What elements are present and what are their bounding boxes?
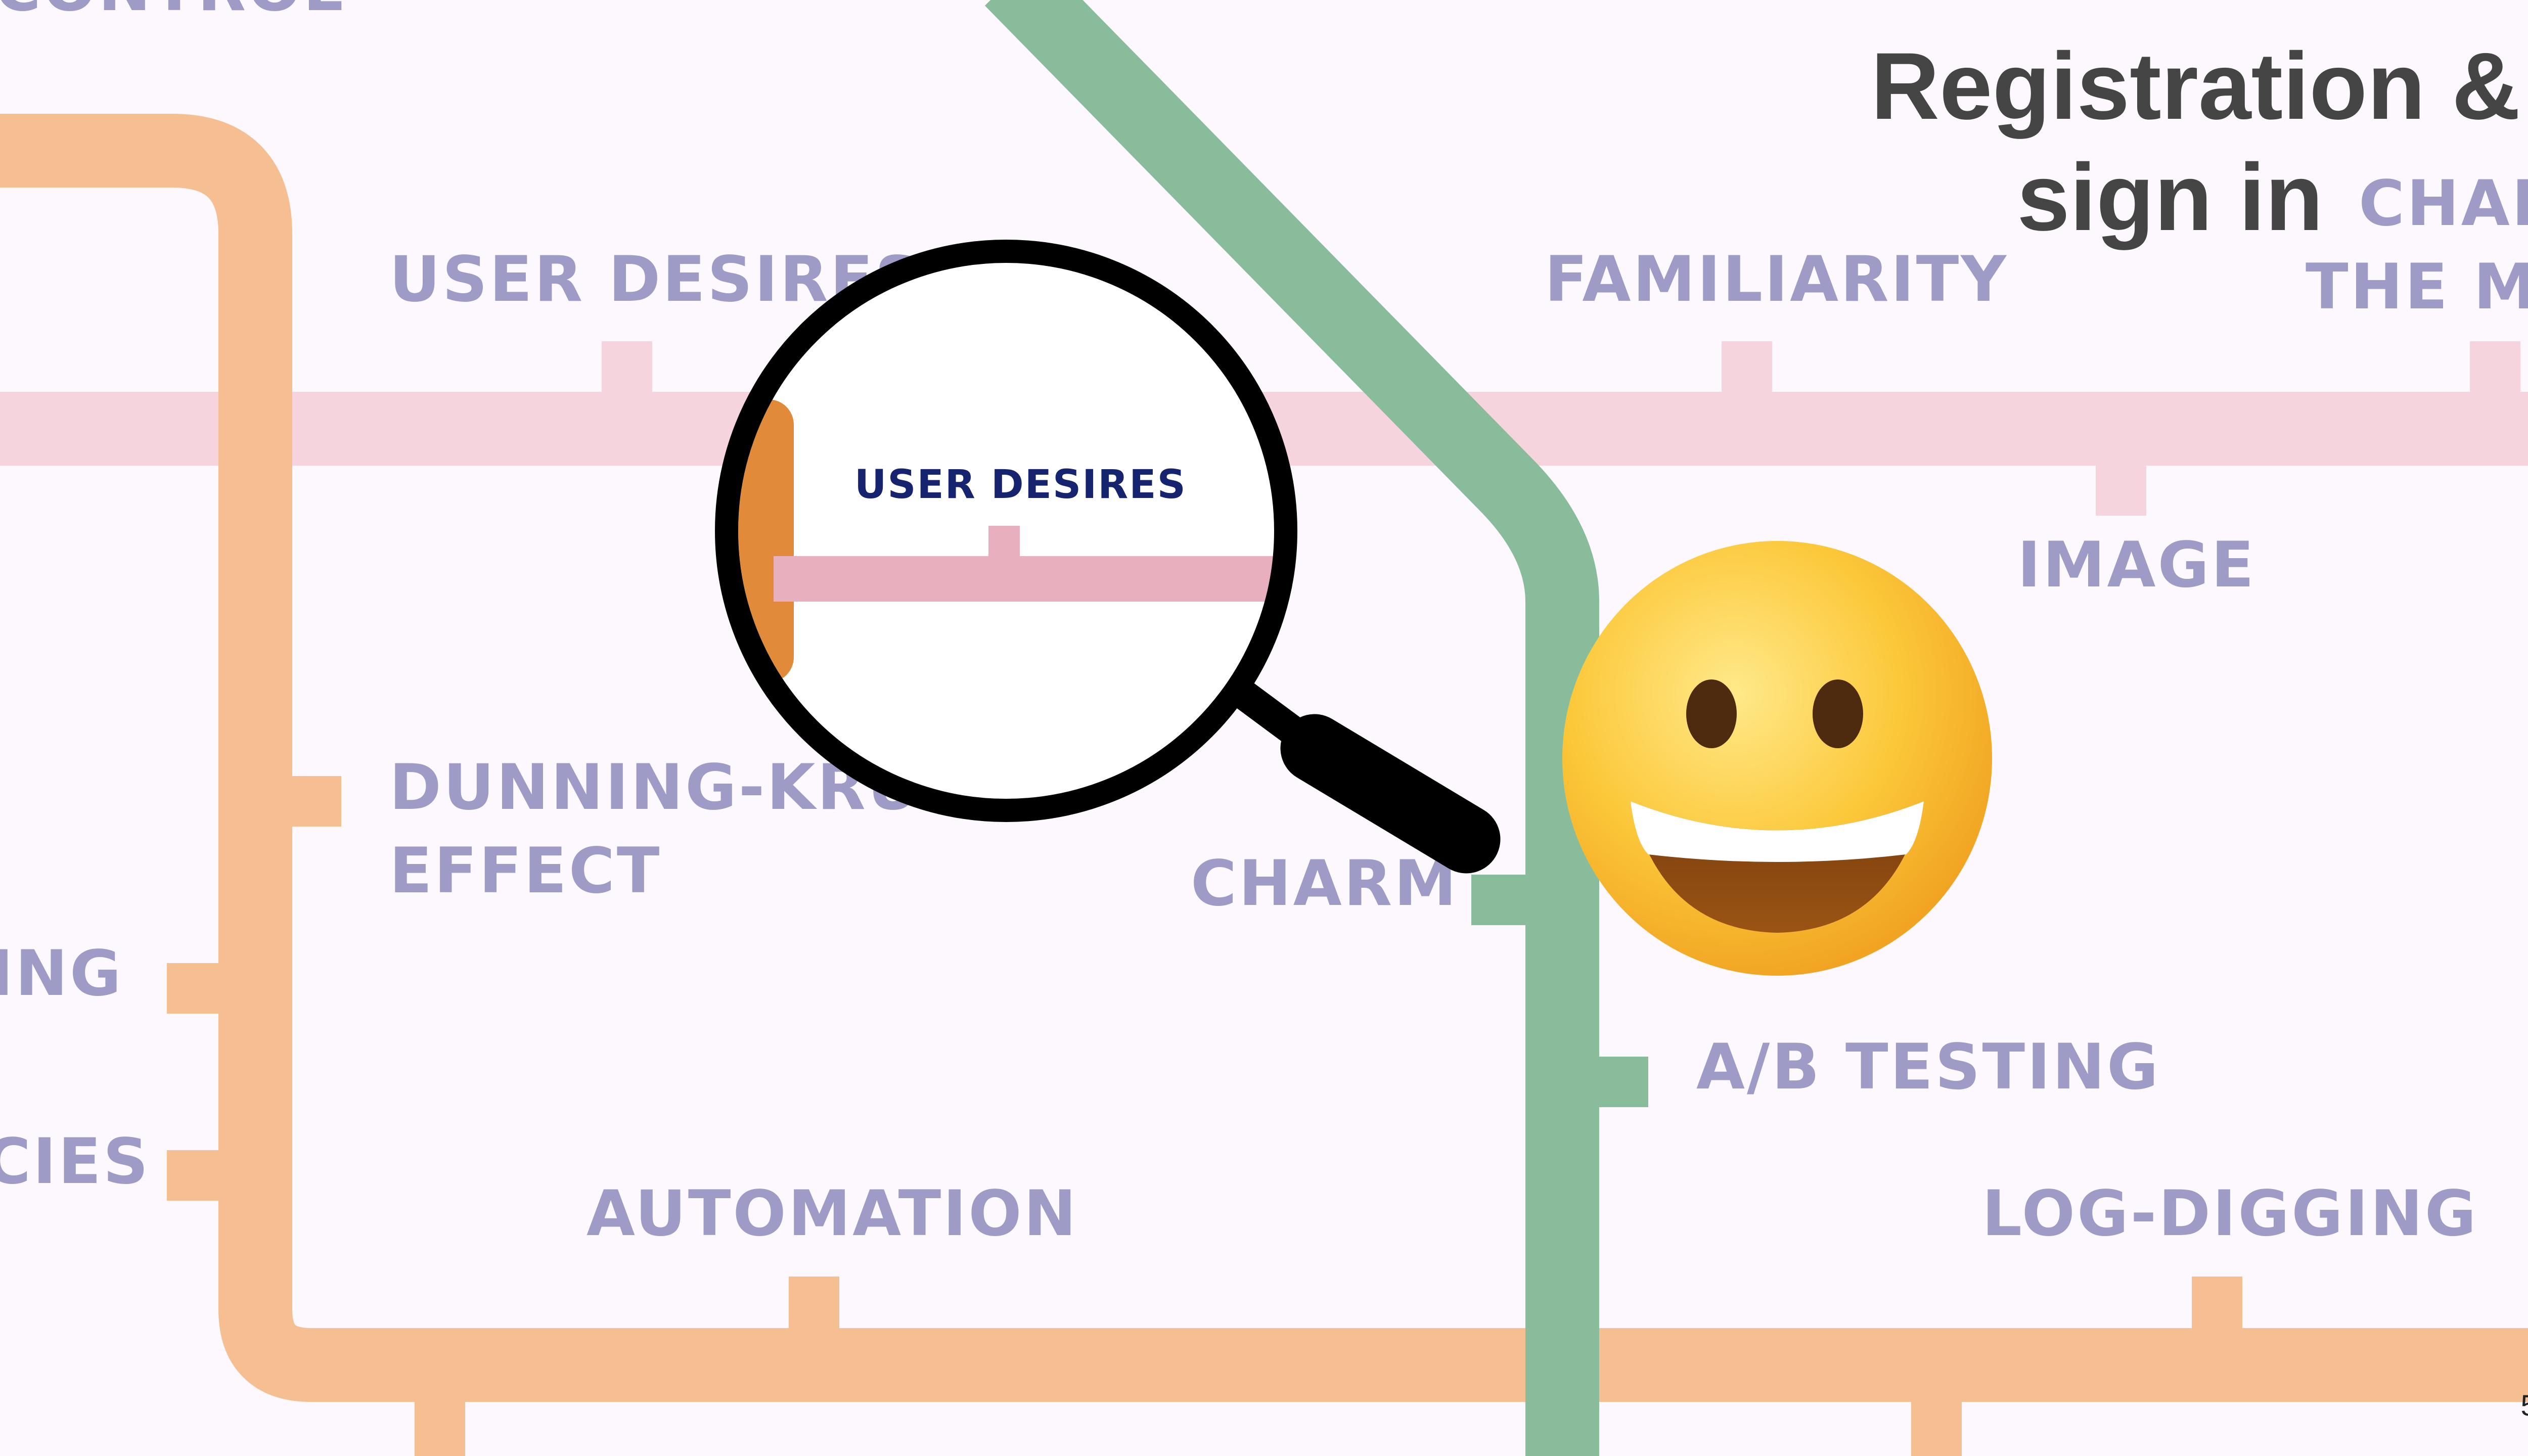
station-label-automation: AUTOMATION xyxy=(586,1177,1078,1250)
grinning-face-emoji-icon xyxy=(1562,541,1992,976)
slide-title-line1: Registration & xyxy=(1871,33,2520,139)
slide-title-line2: sign in xyxy=(2017,144,2323,250)
station-label-image: IMAGE xyxy=(2017,529,2256,602)
magnified-pink-line xyxy=(774,556,1274,602)
magnified-station-label: USER DESIRES xyxy=(854,462,1187,508)
station-tick-change-the-model xyxy=(2470,341,2520,397)
station-label-log-digging: LOG-DIGGING xyxy=(1982,1177,2478,1250)
page-number: 58 xyxy=(2520,1389,2528,1422)
station-label-dunning-kruger-line1: DUNNING-KRU xyxy=(389,751,921,824)
station-label-change-the-model-line1: CHANG xyxy=(2359,167,2528,240)
station-tick-user-desires xyxy=(602,341,652,397)
magnifier-handle xyxy=(1280,714,1501,874)
green-metro-line xyxy=(984,0,1648,1456)
station-label-partial-ing: ING xyxy=(0,937,123,1010)
magnifier-rim xyxy=(715,240,1297,822)
station-tick-image xyxy=(2096,460,2146,516)
station-label-ab-testing: A/B TESTING xyxy=(1696,1031,2160,1104)
emoji-teeth xyxy=(1631,801,1924,862)
station-tick-familiarity xyxy=(1722,341,1772,397)
station-tick-log-digging xyxy=(2192,1277,2242,1330)
station-label-dunning-kruger-line2: EFFECT xyxy=(389,835,661,907)
station-tick-bottom-right xyxy=(1911,1400,1962,1456)
station-tick-cies xyxy=(167,1150,220,1201)
magnifying-glass-icon: USER DESIRES xyxy=(715,240,1501,874)
magnified-station-tick xyxy=(988,526,1020,561)
station-label-familiarity: FAMILIARITY xyxy=(1545,243,2008,316)
orange-metro-line xyxy=(0,114,2528,1456)
emoji-left-eye xyxy=(1686,679,1737,748)
station-label-charm: CHARM xyxy=(1191,847,1459,920)
station-label-control: CONTROL xyxy=(0,0,345,25)
station-tick-charm xyxy=(1471,875,1527,925)
station-label-change-the-model-line2: THE MOD xyxy=(2306,251,2528,324)
station-tick-dunning-kruger xyxy=(288,776,341,827)
station-tick-bottom-left xyxy=(415,1400,465,1456)
station-tick-automation xyxy=(789,1277,839,1330)
station-tick-ab-testing xyxy=(1593,1057,1648,1107)
station-tick-ing xyxy=(167,963,220,1014)
emoji-right-eye xyxy=(1813,679,1863,748)
station-label-partial-cies: CIES xyxy=(0,1125,150,1198)
